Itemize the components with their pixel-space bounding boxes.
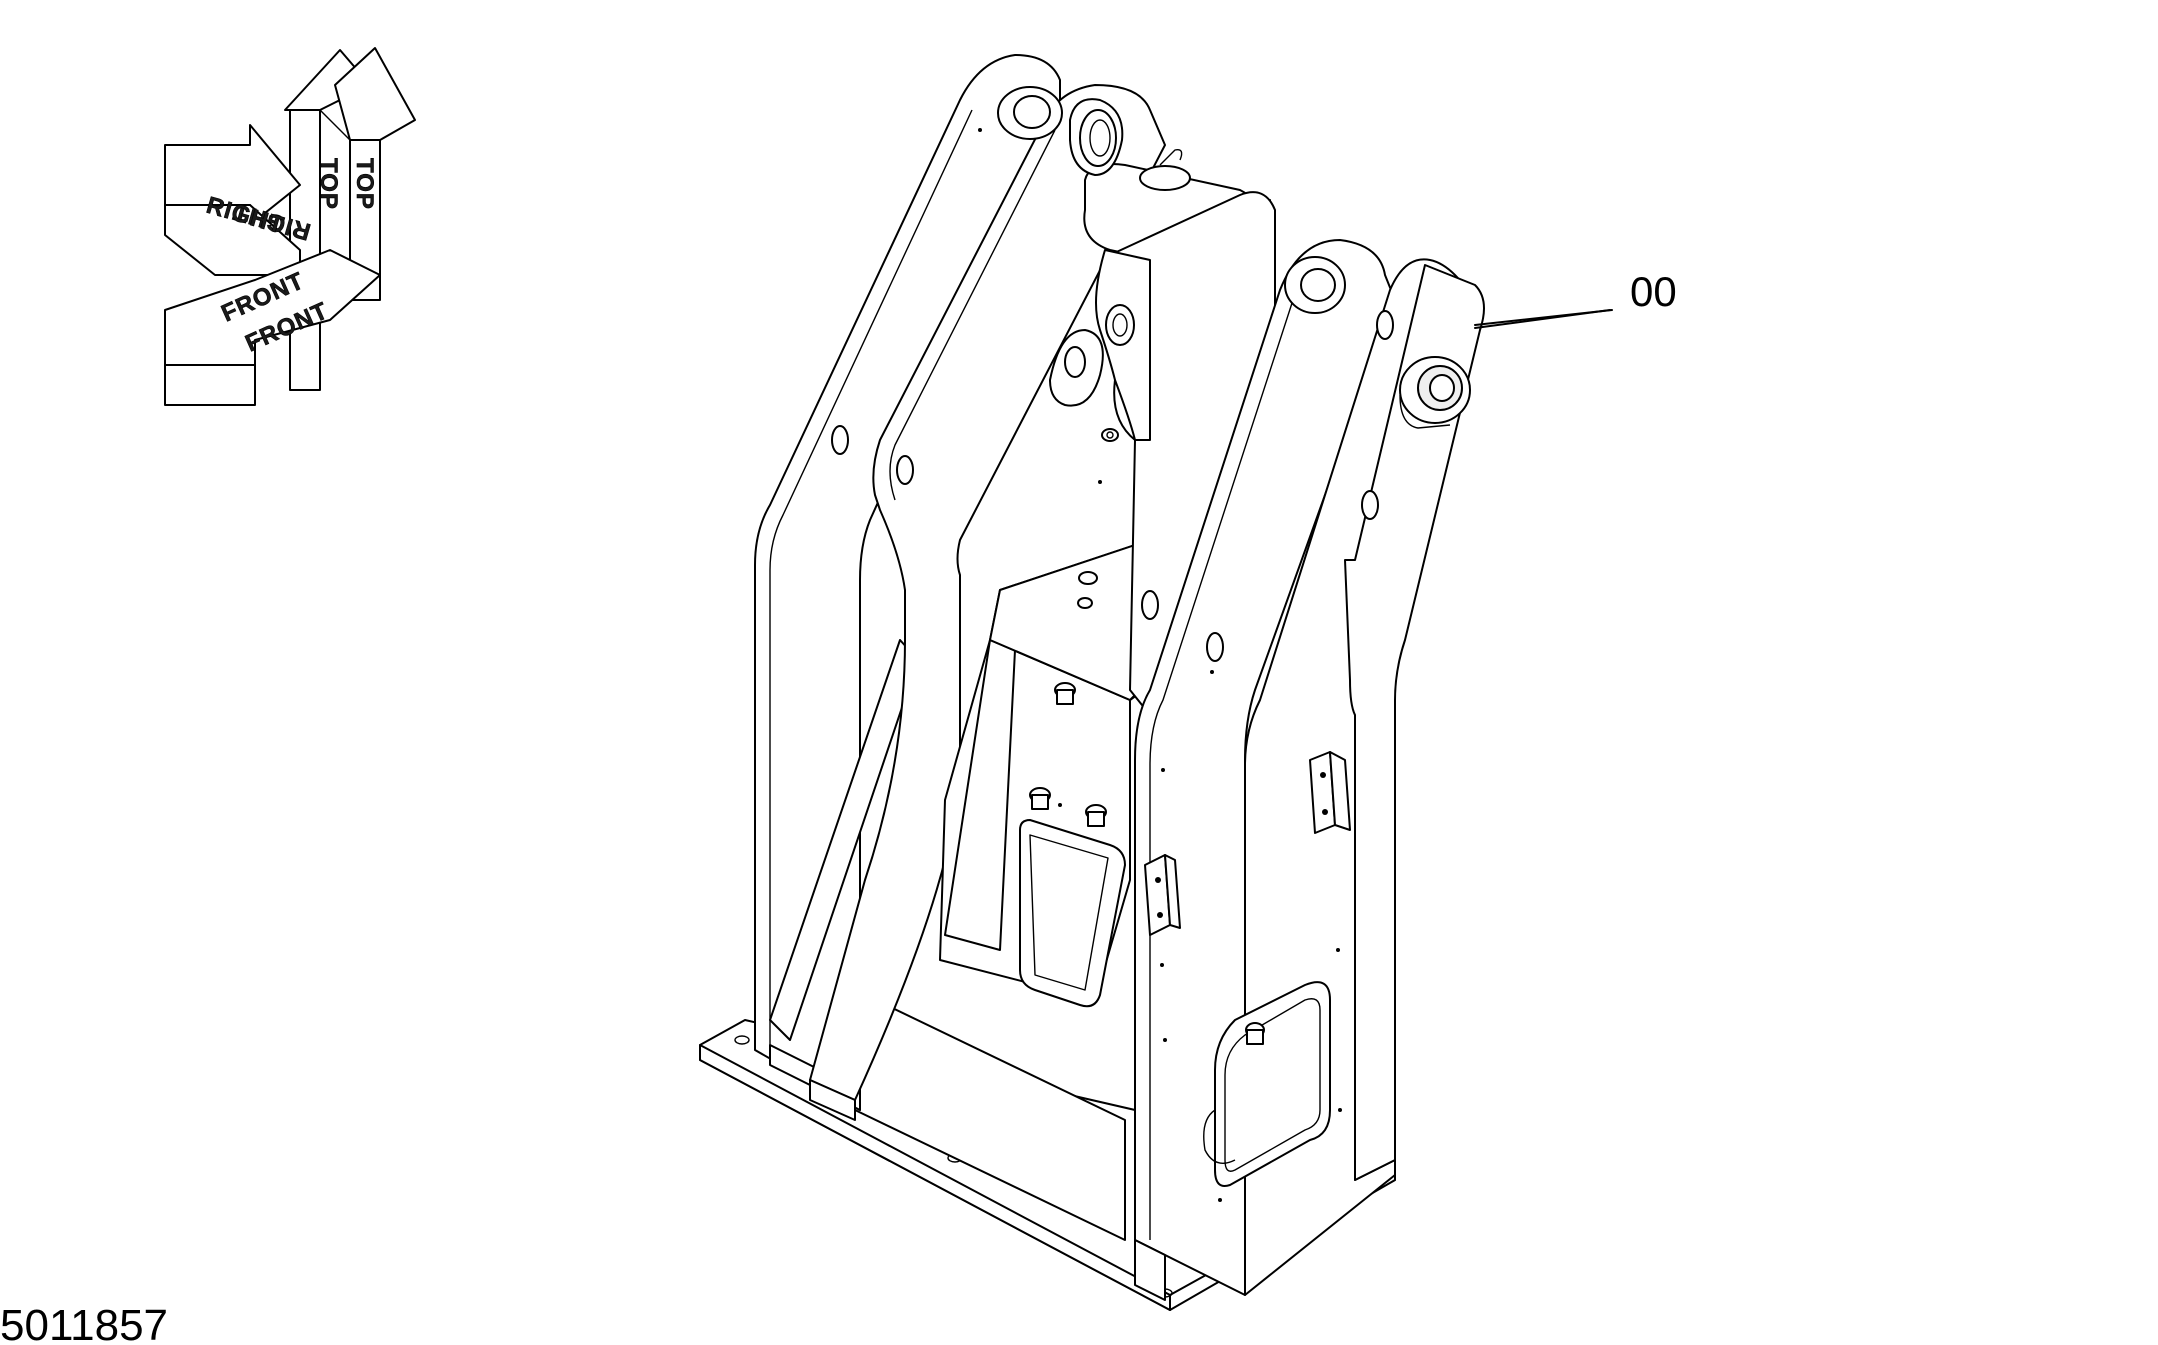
orientation-label-top-lower: TOP	[315, 158, 342, 210]
document-number: 5011857	[0, 1301, 168, 1345]
central-channel	[939, 639, 1131, 1008]
front-right-upright	[1134, 239, 1396, 1301]
orientation-indicator: TOP TOP RIGHT RIGHT FRONT FRONT	[164, 47, 416, 406]
channel-window	[1019, 819, 1126, 1008]
rear-left-pin-bore	[997, 86, 1063, 140]
frame-assembly	[699, 54, 1485, 1311]
lower-bolt	[1245, 1022, 1265, 1045]
front-plate-holes	[1141, 310, 1394, 1202]
callout-label: 00	[1630, 268, 1677, 315]
left-inner-pin-bore	[1069, 98, 1124, 176]
wear-pad-side	[1309, 751, 1351, 834]
outer-plate-window	[1214, 981, 1331, 1187]
center-hardware	[1029, 428, 1119, 827]
wear-pad-front	[1144, 854, 1181, 936]
callout: 00	[1474, 268, 1677, 329]
cylinder-cap	[1139, 165, 1191, 191]
right-arrow-icon	[164, 124, 301, 276]
front-right-pin-bore	[1284, 256, 1346, 314]
orientation-label-top-upper: TOP	[351, 158, 378, 210]
front-outer-pin-boss	[1399, 356, 1471, 429]
left-plate-holes	[831, 128, 982, 485]
front-arrow-icon	[164, 249, 381, 406]
